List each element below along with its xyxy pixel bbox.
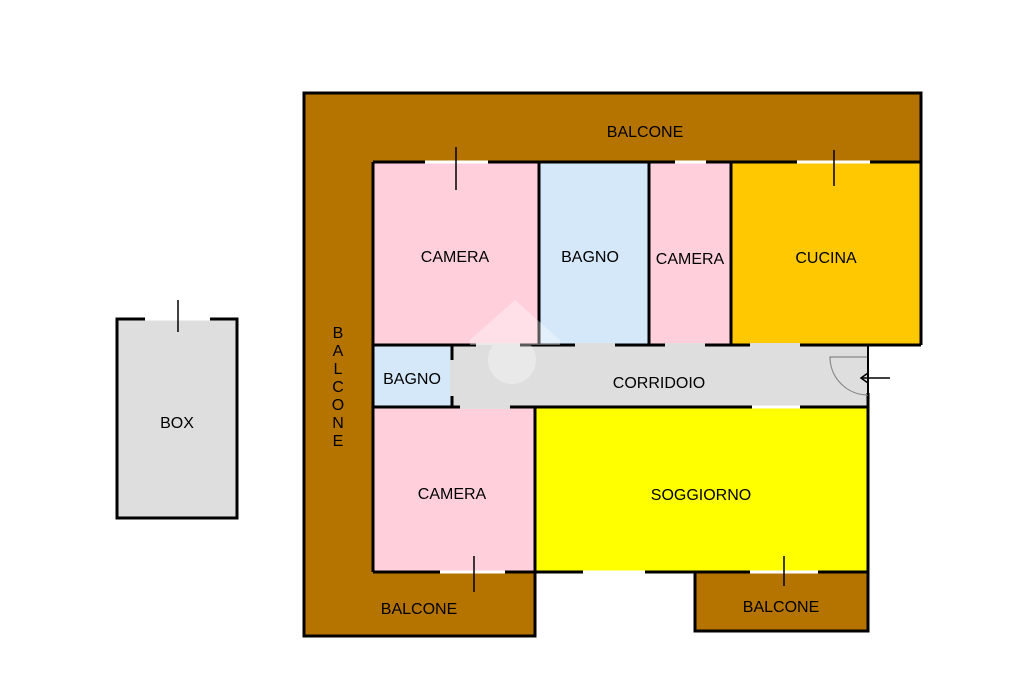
door-gaps (450, 343, 800, 409)
label-soggiorno: SOGGIORNO (651, 487, 751, 504)
room-corridoio (452, 345, 868, 407)
room-camera-1 (373, 162, 539, 345)
label-balcone-left-letter: C (332, 379, 344, 396)
label-bagno-1: BAGNO (561, 249, 619, 266)
balcony-bottom-left (304, 572, 535, 636)
label-balcone-bottom-left: BALCONE (381, 601, 457, 618)
label-balcone-bottom-right: BALCONE (743, 599, 819, 616)
label-balcone-left-letter: N (332, 415, 344, 432)
balcony-right-outline (693, 572, 870, 633)
room-camera-3 (373, 407, 535, 572)
label-camera-2: CAMERA (656, 251, 725, 268)
room-bagno-2 (373, 345, 452, 407)
balcony-outline (302, 91, 923, 638)
entrance-arrow-icon (859, 372, 890, 384)
label-corridoio: CORRIDOIO (613, 375, 705, 392)
room-bagno-1 (539, 162, 649, 345)
entrance-door-swing (829, 356, 869, 396)
label-bagno-2: BAGNO (383, 371, 441, 388)
label-balcone-left-letter: B (333, 325, 344, 342)
label-balcone-top: BALCONE (607, 124, 683, 141)
label-camera-1: CAMERA (421, 249, 490, 266)
label-cucina: CUCINA (795, 250, 857, 267)
label-balcone-left-letter: A (333, 343, 344, 360)
box-room (115, 317, 239, 520)
room-camera-2 (649, 162, 731, 345)
label-balcone-left-letter: L (334, 361, 343, 378)
balcony-bottom-right (695, 572, 868, 631)
room-soggiorno (535, 407, 868, 572)
window-ticks (455, 147, 835, 592)
balcony-area (304, 93, 921, 636)
label-balcone-left: B A L C O N E (332, 325, 344, 450)
label-balcone-left-letter: E (333, 433, 344, 450)
room-cucina (731, 162, 921, 345)
balcony-top (304, 93, 921, 163)
label-camera-3: CAMERA (418, 486, 487, 503)
balcony-left (304, 93, 374, 636)
label-box: BOX (160, 415, 194, 432)
label-balcone-left-letter: O (332, 397, 344, 414)
house-watermark-icon (470, 300, 560, 384)
